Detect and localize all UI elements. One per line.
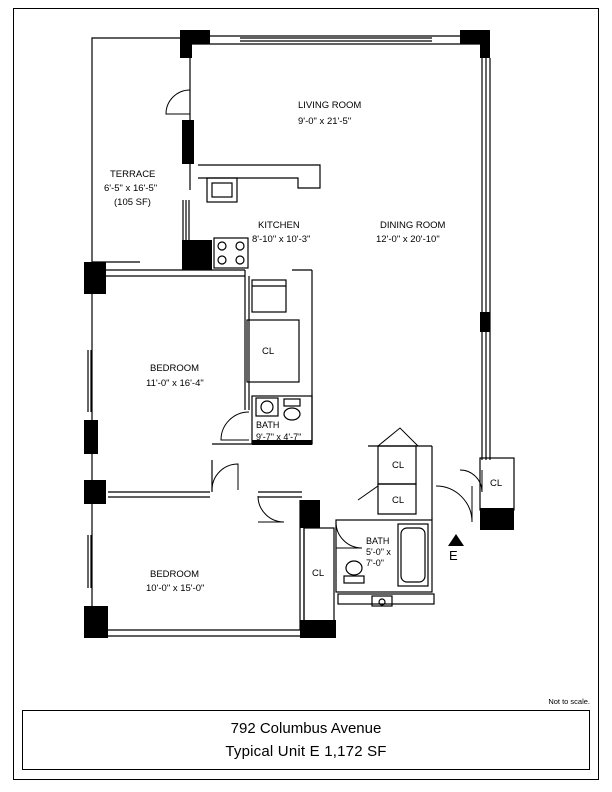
door-entry: [435, 485, 473, 523]
kitchen-counter: [198, 164, 321, 189]
column-bed1-sw: [84, 420, 98, 454]
bath2-dims-2: 7'-0": [366, 558, 384, 568]
bath2-sink: [378, 598, 386, 606]
entry-arrow-icon: [448, 534, 464, 546]
column-right-mid: [480, 312, 490, 332]
bath2-toilet: [345, 560, 363, 576]
column-bed2-nw: [84, 480, 106, 504]
kitchen-sink: [206, 177, 238, 203]
door-closet-hall-1: [377, 427, 419, 447]
stove-burner-4: [235, 255, 245, 265]
bedroom2-name: BEDROOM: [150, 569, 199, 580]
bath1-name: BATH: [256, 420, 279, 430]
kitchen-fridge: [251, 279, 287, 313]
closet-label-hall-2: CL: [392, 495, 404, 506]
bath2-vanity: [337, 593, 435, 605]
door-bed2: [257, 495, 285, 523]
terrace-name: TERRACE: [110, 169, 155, 180]
column-nw-2: [180, 30, 192, 58]
page-frame: [13, 8, 599, 780]
column-bath2: [300, 500, 320, 528]
terrace-dims: 6'-5" x 16'-5": [104, 183, 157, 194]
bath2-sink-box: [371, 595, 393, 607]
kitchen-stove: [213, 237, 249, 269]
living-room-dims: 9'-0" x 21'-5": [298, 116, 351, 127]
kitchen-dims: 8'-10" x 10'-3": [252, 234, 310, 245]
kitchen-name: KITCHEN: [258, 220, 300, 231]
door-bath2: [335, 521, 363, 549]
bath2-tub-inner: [400, 527, 426, 583]
title-block: 792 Columbus Avenue Typical Unit E 1,172…: [22, 710, 590, 770]
door-bath1: [220, 411, 250, 441]
bath1-tank: [283, 398, 301, 407]
column-bed1-nw: [84, 262, 106, 294]
column-kitchen: [182, 240, 212, 270]
bath2-name: BATH: [366, 536, 389, 546]
door-closet-hall-2: [357, 485, 379, 514]
bath2-room: [335, 519, 433, 593]
column-ne-2: [480, 30, 490, 58]
dining-room-dims: 12'-0" x 20'-10": [376, 234, 440, 245]
dining-room-name: DINING ROOM: [380, 220, 446, 231]
closet-kitchen: [246, 319, 300, 383]
floor-plan: E LIVING ROOM 9'-0" x 21'-5" TERRACE 6'-…: [84, 30, 515, 638]
door-entry-closet: [459, 469, 483, 493]
stove-burner-2: [235, 241, 245, 251]
scale-note: Not to scale.: [548, 697, 590, 706]
bath2-dims-1: 5'-0" x: [366, 547, 391, 557]
closet-label-hall-1: CL: [392, 460, 404, 471]
terrace-outline: [91, 37, 183, 263]
bedroom1-dims: 11'-0" x 16'-4": [146, 378, 204, 389]
wall-bath1-bottom: [252, 440, 312, 445]
stove-burner-3: [217, 255, 227, 265]
column-entry: [480, 508, 514, 530]
living-room-name: LIVING ROOM: [298, 100, 361, 111]
closet-label-kitchen: CL: [262, 346, 274, 357]
bath2-tank: [343, 575, 365, 584]
bath1-vanity: [255, 397, 279, 417]
bath2-tub: [397, 523, 429, 587]
bedroom2-dims: 10'-0" x 15'-0": [146, 583, 204, 594]
wall-living-block: [182, 120, 194, 164]
bath1-sink: [260, 400, 274, 414]
column-bed2-se: [300, 620, 336, 638]
bath1-toilet: [283, 407, 301, 421]
bath1-dims: 9'-7" x 4'-7": [256, 432, 301, 442]
closet-label-bed2: CL: [312, 568, 324, 579]
column-bed2-sw: [84, 606, 108, 638]
door-terrace-living: [165, 89, 191, 115]
door-bed1: [211, 463, 239, 491]
bedroom1-name: BEDROOM: [150, 363, 199, 374]
entry-marker: E: [449, 548, 458, 563]
address-title: 792 Columbus Avenue: [230, 720, 382, 737]
terrace-area: (105 SF): [114, 197, 151, 208]
unit-title: Typical Unit E 1,172 SF: [225, 743, 387, 760]
closet-label-entry: CL: [490, 478, 502, 489]
kitchen-sink-basin: [211, 182, 233, 198]
stove-burner-1: [217, 241, 227, 251]
